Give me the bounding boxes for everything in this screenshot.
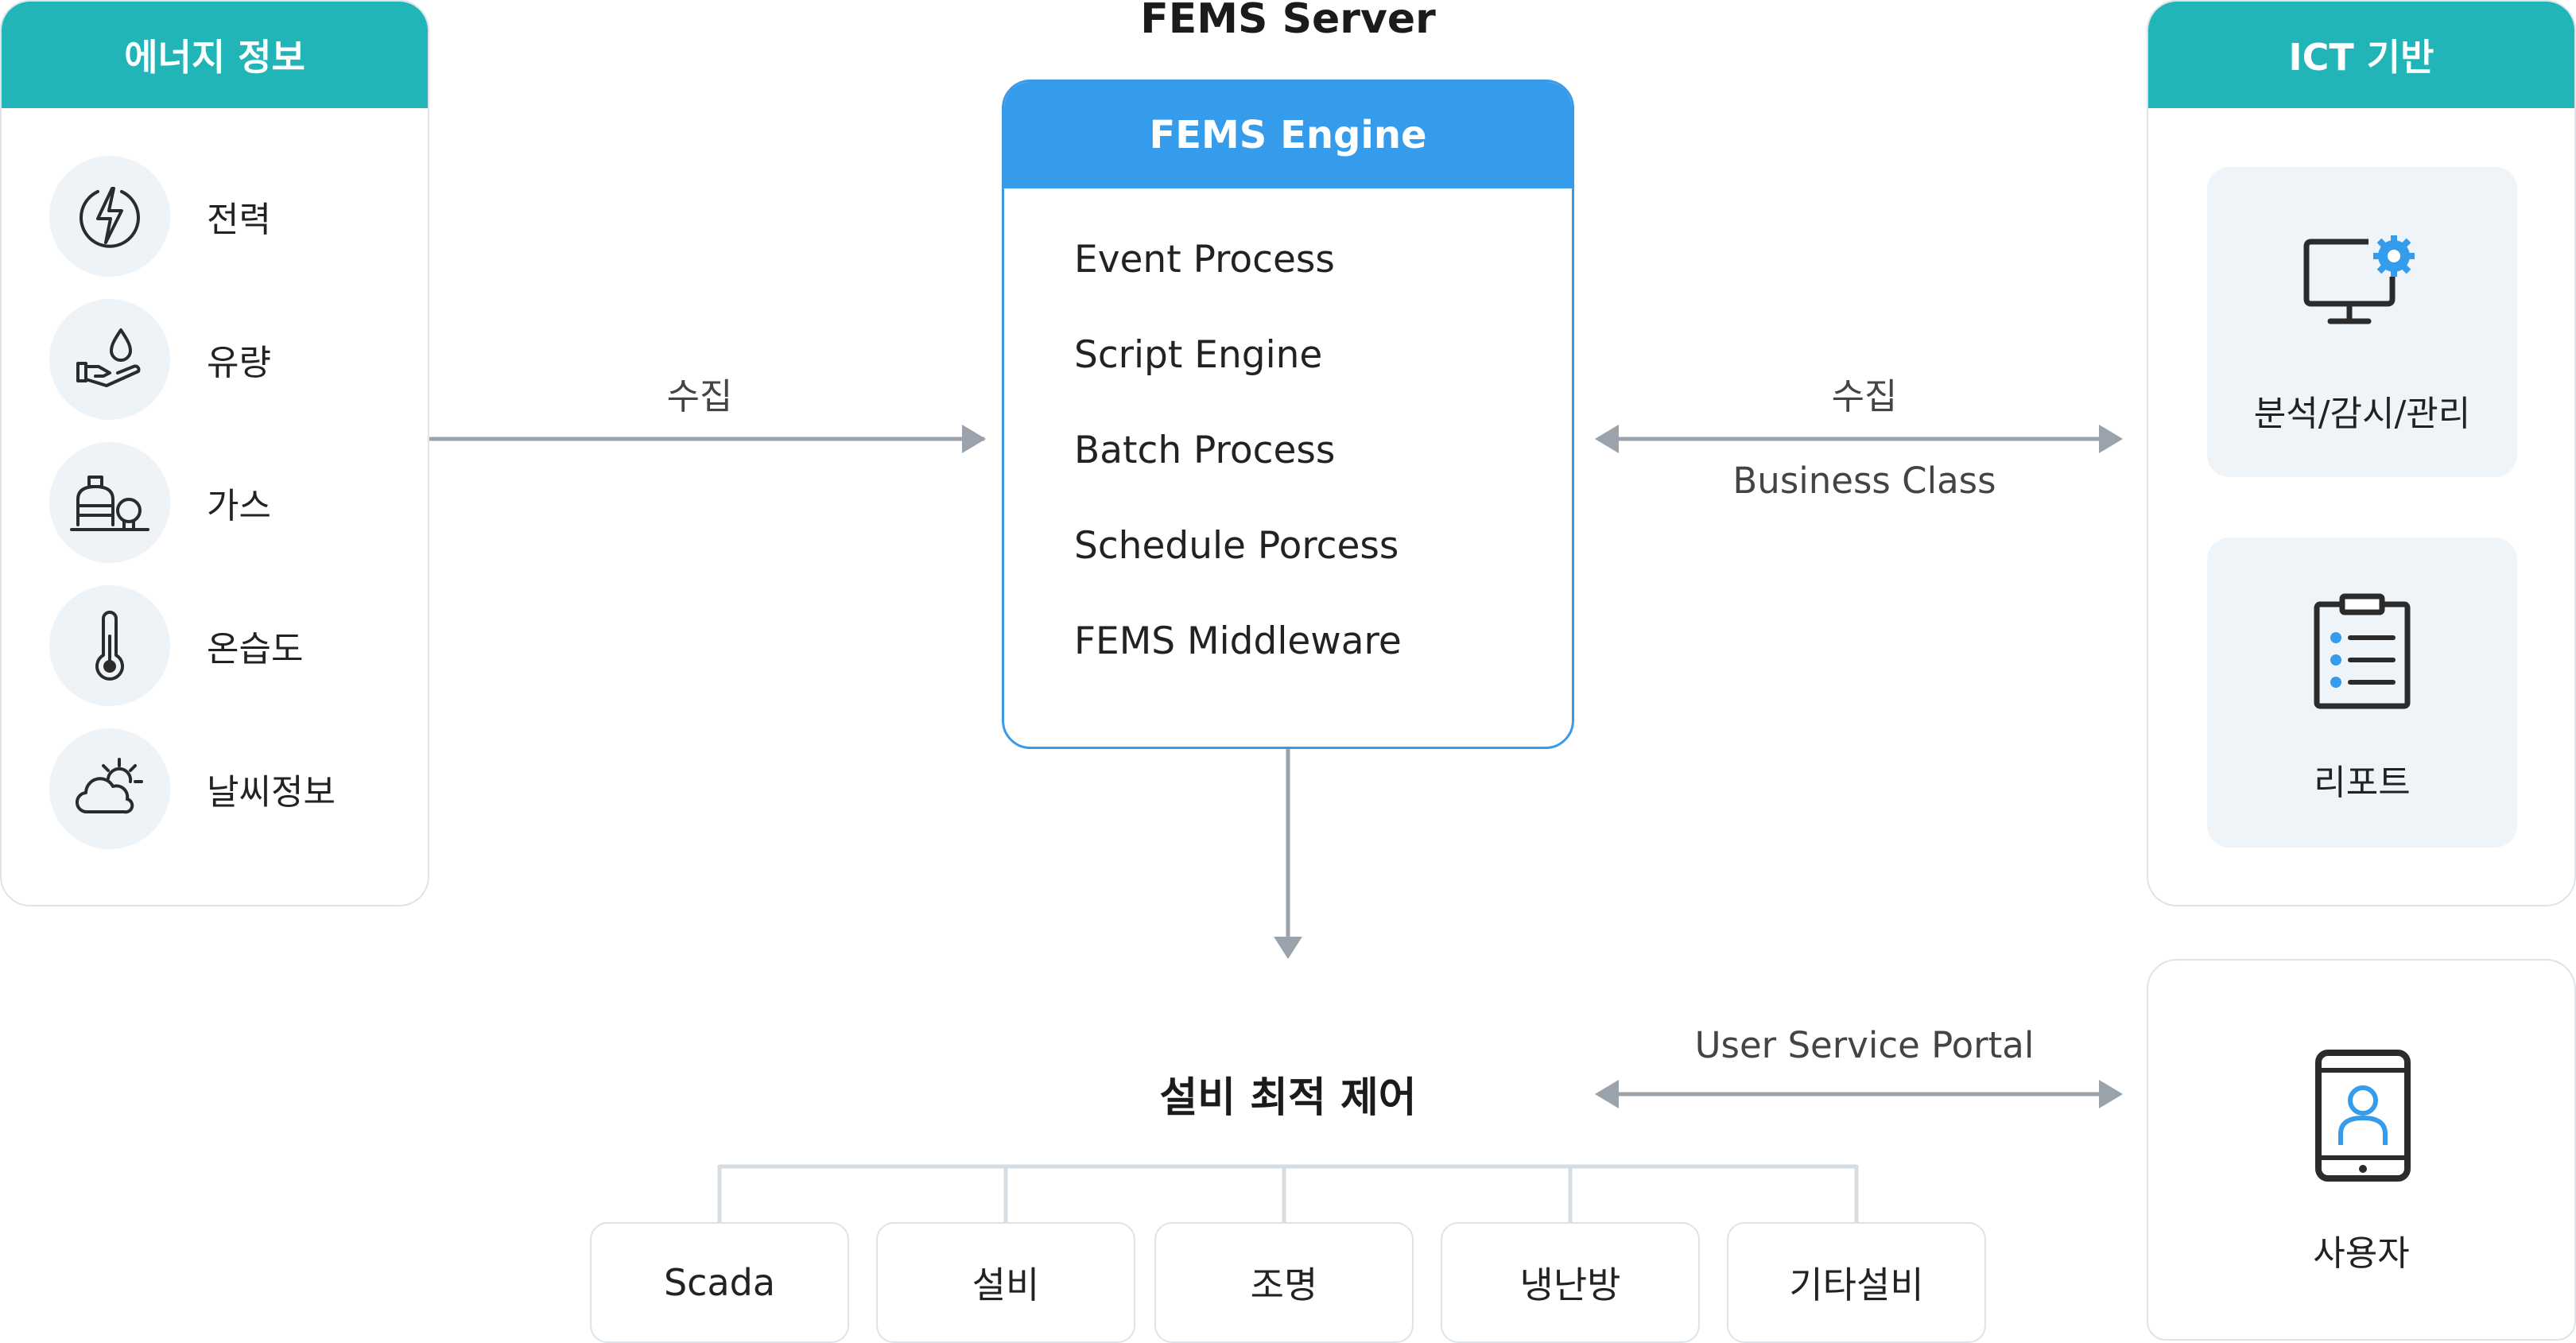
control-title: 설비 최적 제어	[1159, 1074, 1417, 1122]
engine-item: Script Engine	[1074, 333, 1323, 377]
weather-icon	[49, 728, 170, 849]
ict-card-label: 분석/감시/관리	[2253, 394, 2471, 434]
monitor-gear-icon	[2299, 234, 2426, 337]
engine-item: Schedule Porcess	[1074, 524, 1399, 568]
tablet-user-icon	[2314, 1048, 2412, 1183]
engine-title: FEMS Engine	[1004, 82, 1572, 188]
engine-item: FEMS Middleware	[1074, 619, 1402, 663]
fems-engine-box: FEMS Engine Event Process Script Engine …	[1002, 80, 1574, 749]
server-title: FEMS Server	[1140, 0, 1436, 43]
engine-item: Batch Process	[1074, 429, 1336, 472]
control-tree	[717, 1164, 1859, 1222]
energy-panel-title: 에너지 정보	[2, 2, 428, 108]
energy-label: 전력	[207, 200, 271, 240]
energy-item-temp-humidity: 온습도	[49, 585, 303, 706]
control-item-other: 기타설비	[1727, 1222, 1986, 1343]
lightning-icon	[49, 156, 170, 277]
control-item-hvac: 냉난방	[1441, 1222, 1700, 1343]
control-item-facility: 설비	[876, 1222, 1135, 1343]
energy-label: 유량	[207, 343, 271, 383]
ict-card-analysis: 분석/감시/관리	[2207, 167, 2517, 477]
ict-card-report: 리포트	[2207, 538, 2517, 848]
control-item-lighting: 조명	[1154, 1222, 1414, 1343]
ict-panel-title: ICT 기반	[2148, 2, 2574, 108]
user-service-portal-label: User Service Portal	[1694, 1024, 2035, 1066]
energy-info-panel: 에너지 정보 전력 유량	[0, 0, 429, 906]
engine-item: Event Process	[1074, 238, 1335, 281]
collect-label-left: 수집	[666, 375, 733, 417]
water-hand-icon	[49, 299, 170, 420]
collect-label-right: 수집	[1831, 375, 1898, 417]
user-label: 사용자	[2313, 1233, 2410, 1274]
control-item-scada: Scada	[590, 1222, 849, 1343]
energy-label: 날씨정보	[207, 772, 336, 813]
ict-panel: ICT 기반 분석/감시/관리	[2147, 0, 2576, 906]
business-class-label: Business Class	[1732, 460, 1996, 502]
ict-card-label: 리포트	[2314, 763, 2411, 803]
user-panel: 사용자	[2147, 959, 2576, 1341]
energy-item-weather: 날씨정보	[49, 728, 336, 849]
energy-label: 온습도	[207, 629, 304, 670]
clipboard-icon	[2310, 593, 2414, 712]
thermometer-icon	[49, 585, 170, 706]
energy-item-power: 전력	[49, 156, 271, 277]
gas-tank-icon	[49, 442, 170, 563]
energy-label: 가스	[207, 486, 271, 526]
energy-item-flow: 유량	[49, 299, 271, 420]
energy-item-gas: 가스	[49, 442, 271, 563]
